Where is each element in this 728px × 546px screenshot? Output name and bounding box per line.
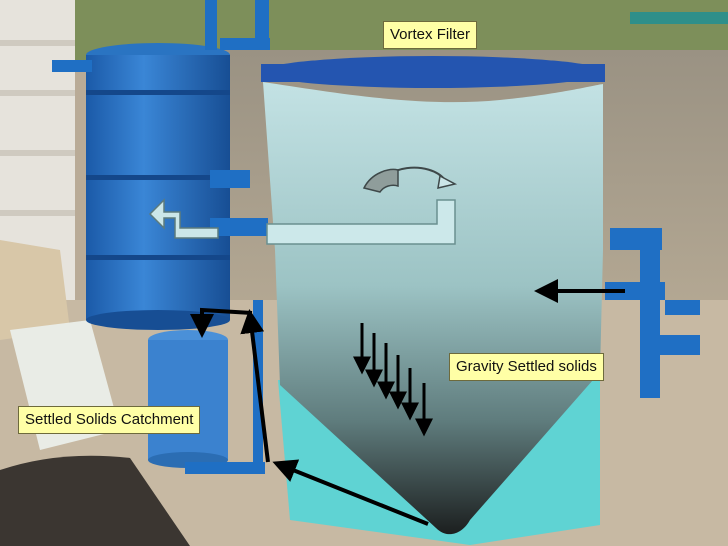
blue-drum bbox=[86, 43, 230, 330]
drop-arrow bbox=[190, 307, 253, 338]
riser-arrow bbox=[240, 309, 270, 463]
gravity-settled-solids-label: Gravity Settled solids bbox=[449, 353, 604, 381]
flow-arrows bbox=[190, 279, 625, 526]
swirl-arrow-icon bbox=[362, 166, 458, 193]
settled-solids-catchment-label: Settled Solids Catchment bbox=[18, 406, 201, 434]
vortex-filter-label: Vortex Filter bbox=[383, 21, 478, 49]
settling-arrows bbox=[353, 323, 433, 437]
right-wall-top bbox=[630, 12, 728, 24]
catchment-bucket bbox=[148, 330, 228, 468]
drum-outflow-arrow bbox=[148, 198, 219, 239]
dark-tarp bbox=[0, 455, 190, 546]
sludge-return-arrow bbox=[272, 459, 429, 526]
vortex-tank bbox=[263, 82, 603, 535]
tank-rim bbox=[261, 64, 605, 82]
inlet-pipe bbox=[266, 199, 456, 245]
